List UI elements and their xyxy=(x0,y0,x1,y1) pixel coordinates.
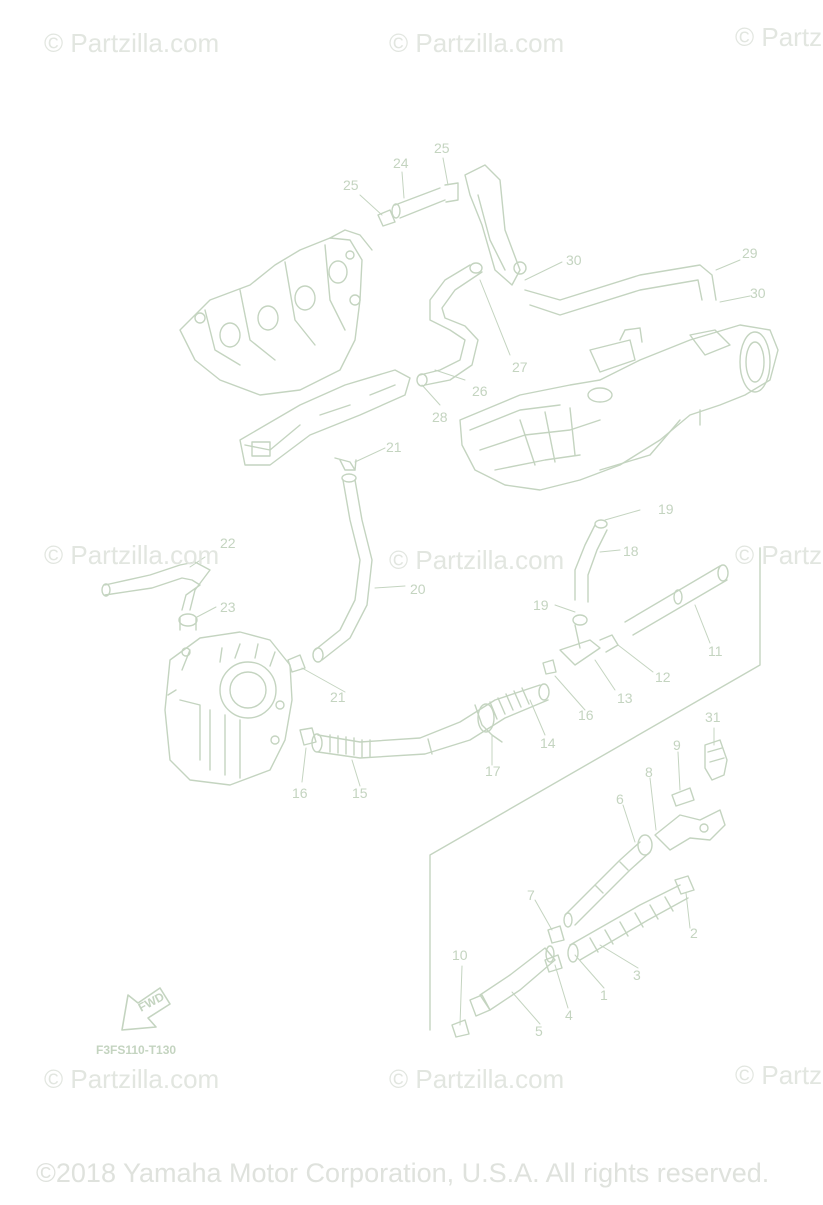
callout-1: 1 xyxy=(600,987,608,1003)
part-31-plug xyxy=(704,739,728,781)
bracket-upper xyxy=(464,164,527,286)
watermark: © Partzilla.com xyxy=(44,1064,220,1094)
callout-26: 26 xyxy=(472,383,488,399)
callout-15: 15 xyxy=(352,785,368,801)
clamp-23 xyxy=(178,613,198,631)
callout-16: 16 xyxy=(578,707,594,723)
callout-22: 22 xyxy=(220,535,236,551)
callout-16: 16 xyxy=(292,785,308,801)
callout-29: 29 xyxy=(742,245,758,261)
callout-9: 9 xyxy=(673,737,681,753)
callout-4: 4 xyxy=(565,1007,573,1023)
callout-27: 27 xyxy=(512,359,528,375)
callout-labels: 1234567891011121314151616171819192021212… xyxy=(220,140,766,1039)
part-10-clamp xyxy=(451,1019,470,1038)
engine-block xyxy=(164,631,293,786)
watermark: © Partzilla.com xyxy=(389,28,565,58)
hose-24 xyxy=(377,182,459,227)
part-8-bracket xyxy=(654,809,726,851)
hose-26-27 xyxy=(416,262,483,387)
watermark: © Partzilla.com xyxy=(389,545,565,575)
watermark: © Partzilla.com xyxy=(389,1064,565,1094)
callout-21: 21 xyxy=(330,689,346,705)
callout-5: 5 xyxy=(535,1023,543,1039)
callout-10: 10 xyxy=(452,947,468,963)
callout-3: 3 xyxy=(633,967,641,983)
callout-21: 21 xyxy=(386,439,402,455)
clamps-21 xyxy=(287,457,356,673)
pipe-11 xyxy=(624,564,729,636)
callout-30: 30 xyxy=(750,285,766,301)
callout-2: 2 xyxy=(690,925,698,941)
callout-19: 19 xyxy=(533,597,549,613)
clamp-17 xyxy=(474,703,503,743)
manifold-flange xyxy=(239,369,411,466)
callout-8: 8 xyxy=(645,764,653,780)
callout-13: 13 xyxy=(617,690,633,706)
hose-18 xyxy=(574,519,608,603)
part-5-pipe xyxy=(469,945,556,1017)
callout-23: 23 xyxy=(220,599,236,615)
watermark: © Partz xyxy=(735,540,823,570)
exhaust-manifold xyxy=(179,229,373,396)
diagram-code: F3FS110-T130 xyxy=(96,1043,176,1057)
callout-25: 25 xyxy=(343,177,359,193)
muffler-body xyxy=(459,324,779,491)
fwd-label: FWD xyxy=(136,989,167,1014)
callout-14: 14 xyxy=(540,735,556,751)
part-6-hose xyxy=(563,834,653,928)
watermark: © Partzilla.com xyxy=(44,540,220,570)
leader-lines xyxy=(189,157,751,1026)
watermark: © Partzilla.com xyxy=(44,28,220,58)
part-7-clamp xyxy=(547,925,565,944)
part-3-hose xyxy=(567,884,689,963)
joint-13 xyxy=(559,614,619,666)
hose-22 xyxy=(101,561,211,611)
hose-14-15 xyxy=(311,683,550,759)
part-2-clamp xyxy=(674,875,695,895)
callout-20: 20 xyxy=(410,581,426,597)
part-4-clamp xyxy=(544,954,563,973)
copyright-notice: ©2018 Yamaha Motor Corporation, U.S.A. A… xyxy=(36,1158,770,1188)
hose-29 xyxy=(524,264,717,316)
callout-11: 11 xyxy=(708,643,723,659)
callout-30: 30 xyxy=(566,252,582,268)
callout-19: 19 xyxy=(658,501,674,517)
lower-assembly-frame xyxy=(429,419,761,1031)
hose-20 xyxy=(312,459,373,663)
callout-12: 12 xyxy=(655,669,671,685)
callout-6: 6 xyxy=(616,791,624,807)
watermark: © Partz xyxy=(735,1060,823,1090)
clamps-16 xyxy=(299,659,557,746)
part-9-fitting xyxy=(671,787,695,807)
callout-17: 17 xyxy=(485,763,501,779)
callout-31: 31 xyxy=(705,709,721,725)
watermark: © Partz xyxy=(735,22,823,52)
callout-24: 24 xyxy=(393,155,409,171)
callout-18: 18 xyxy=(623,543,639,559)
callout-25: 25 xyxy=(434,140,450,156)
callout-7: 7 xyxy=(527,887,535,903)
fwd-arrow-icon xyxy=(121,987,171,1031)
callout-28: 28 xyxy=(432,409,448,425)
